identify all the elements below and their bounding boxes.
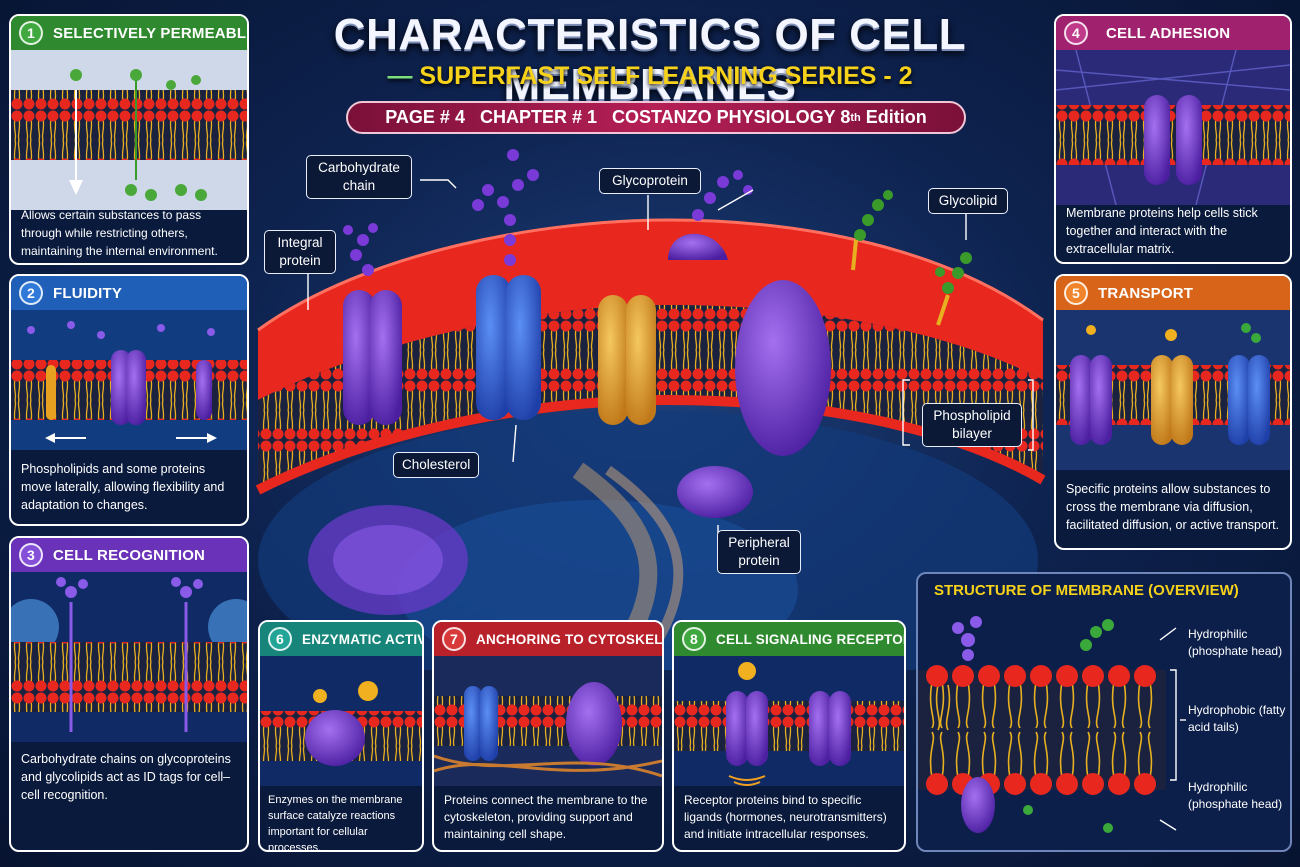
panel-number: 1 — [19, 21, 43, 45]
panel-number: 7 — [442, 627, 466, 651]
panel-title: CELL ADHESION — [1106, 24, 1231, 42]
panel-header: 6 ENZYMATIC ACTIVITY — [260, 622, 422, 656]
panel-header: 5 TRANSPORT — [1056, 276, 1290, 310]
panel-title: SELECTIVELY PERMEABLE — [53, 24, 249, 42]
subtitle: — SUPERFAST SELF LEARNING SERIES - 2 — [387, 62, 913, 90]
overview-leader-lines — [1159, 627, 1186, 831]
panel-enzymatic-activity: 6 ENZYMATIC ACTIVITY Enzymes on the memb… — [258, 620, 424, 852]
cholesterol-callout: Cholesterol — [393, 452, 479, 478]
panel-title: CELL RECOGNITION — [53, 546, 206, 564]
badge-main: PAGE # 4 CHAPTER # 1 COSTANZO PHYSIOLOGY… — [385, 107, 851, 127]
panel-illustration — [260, 656, 422, 786]
panel-title: CELL SIGNALING RECEPTORS — [716, 631, 906, 647]
orange-protein-shape — [598, 295, 656, 425]
panel-illustration — [1056, 310, 1290, 470]
glycoprotein-channel-shape — [476, 275, 541, 420]
panel-header: 1 SELECTIVELY PERMEABLE — [11, 16, 247, 50]
badge-suffix: Edition — [860, 107, 927, 127]
panel-description: Allows certain substances to pass throug… — [21, 208, 218, 258]
carbohydrate-chain-callout: Carbohydrate chain — [306, 155, 412, 199]
panel-description: Proteins connect the membrane to the cyt… — [444, 793, 648, 841]
glycolipid-callout: Glycolipid — [928, 188, 1008, 214]
panel-number: 4 — [1064, 21, 1088, 45]
panel-number: 2 — [19, 281, 43, 305]
panel-number: 5 — [1064, 281, 1088, 305]
panel-header: 7 ANCHORING TO CYTOSKELETON — [434, 622, 662, 656]
dash-icon: — — [387, 62, 420, 90]
double-arrow-right-icon — [176, 433, 217, 443]
glycoprotein-callout: Glycoprotein — [599, 168, 701, 194]
panel-title: FLUIDITY — [53, 284, 123, 302]
hydrophilic-bottom-label: Hydrophilic (phosphate head) — [1188, 780, 1283, 811]
chapter-badge: PAGE # 4 CHAPTER # 1 COSTANZO PHYSIOLOGY… — [346, 101, 966, 134]
panel-illustration — [434, 656, 662, 786]
panel-title: ENZYMATIC ACTIVITY — [302, 631, 422, 647]
panel-number: 6 — [268, 627, 292, 651]
overview-illustration — [918, 610, 1178, 850]
panel-structure-overview: STRUCTURE OF MEMBRANE (OVERVIEW) — [916, 572, 1292, 852]
panel-fluidity: 2 FLUIDITY Phospholipids and some protei… — [9, 274, 249, 526]
panel-illustration — [11, 572, 247, 742]
panel-description: Membrane proteins help cells stick toget… — [1066, 206, 1258, 256]
panel-number: 3 — [19, 543, 43, 567]
panel-description: Carbohydrate chains on glycoproteins and… — [21, 752, 231, 802]
panel-transport: 5 TRANSPORT Specific proteins allow subs… — [1054, 274, 1292, 550]
panel-description: Phospholipids and some proteins move lat… — [21, 462, 225, 512]
hydrophobic-label: Hydrophobic (fatty acid tails) — [1188, 703, 1286, 734]
double-arrow-left-icon — [45, 433, 86, 443]
panel-cell-recognition: 3 CELL RECOGNITION Carbohydrate chains o… — [9, 536, 249, 852]
panel-title: TRANSPORT — [1098, 284, 1194, 302]
panel-header: 2 FLUIDITY — [11, 276, 247, 310]
hydrophilic-top-label: Hydrophilic (phosphate head) — [1188, 627, 1283, 658]
phospholipid-bilayer-callout: Phospholipid bilayer — [922, 403, 1022, 447]
panel-illustration — [11, 50, 247, 210]
panel-header: 3 CELL RECOGNITION — [11, 538, 247, 572]
badge-sup: th — [850, 111, 861, 124]
peripheral-protein-callout: Peripheral protein — [717, 530, 801, 574]
panel-header: 4 CELL ADHESION — [1056, 16, 1290, 50]
panel-number: 8 — [682, 627, 706, 651]
arrow-down-icon — [69, 180, 83, 195]
panel-title: ANCHORING TO CYTOSKELETON — [476, 631, 663, 647]
integral-protein-shape — [343, 290, 402, 425]
panel-anchoring-cytoskeleton: 7 ANCHORING TO CYTOSKELETON Proteins con… — [432, 620, 664, 852]
integral-protein-callout: Integral protein — [264, 230, 336, 274]
panel-cell-signaling: 8 CELL SIGNALING RECEPTORS Receptor prot… — [672, 620, 906, 852]
panel-selectively-permeable: 1 SELECTIVELY PERMEABLE Allows certain s… — [9, 14, 249, 265]
panel-description: Enzymes on the membrane surface catalyze… — [268, 794, 403, 852]
panel-description: Specific proteins allow substances to cr… — [1066, 482, 1280, 532]
page-title: CHARACTERISTICS OF CELL MEMBRANES — [333, 10, 967, 109]
overview-title: STRUCTURE OF MEMBRANE (OVERVIEW) — [934, 582, 1239, 599]
panel-description: Receptor proteins bind to specific ligan… — [684, 793, 887, 841]
panel-cell-adhesion: 4 CELL ADHESION Membrane proteins help c… — [1054, 14, 1292, 264]
panel-illustration — [11, 310, 247, 450]
panel-illustration — [1056, 50, 1290, 205]
panel-illustration — [674, 656, 904, 786]
panel-header: 8 CELL SIGNALING RECEPTORS — [674, 622, 904, 656]
